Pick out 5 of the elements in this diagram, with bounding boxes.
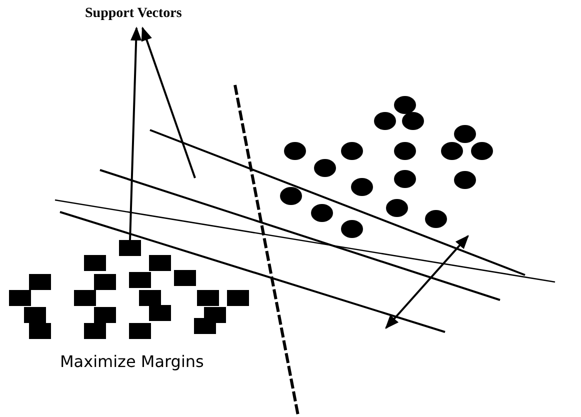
leader-line [129,26,142,240]
callout-text: Support Vectors [85,6,182,22]
caption-text: Maximize Margins [60,352,204,371]
leader-line [141,26,196,178]
support-vector-square [119,240,141,256]
